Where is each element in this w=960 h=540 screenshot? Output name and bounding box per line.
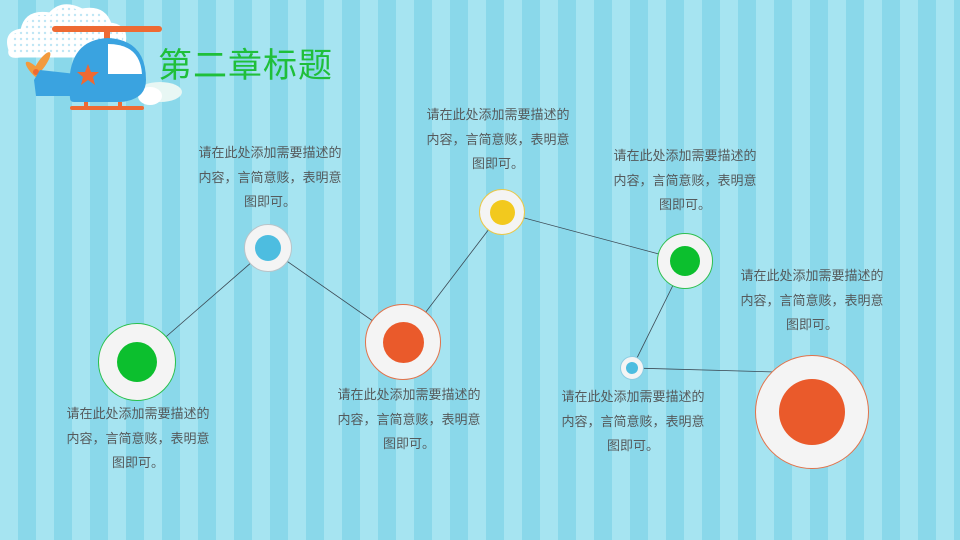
description-line: 请在此处添加需要描述的: [740, 269, 884, 284]
description-text-3: 请在此处添加需要描述的 内容，言简意赅，表明意 图即可。: [328, 384, 490, 458]
description-line: 图即可。: [111, 456, 164, 471]
description-text-1: 请在此处添加需要描述的 内容，言简意赅，表明意 图即可。: [57, 403, 219, 477]
description-line: 图即可。: [658, 198, 711, 213]
rotor-icon: [52, 26, 162, 42]
description-line: 图即可。: [606, 439, 659, 454]
description-text-5: 请在此处添加需要描述的 内容，言简意赅，表明意 图即可。: [604, 145, 766, 219]
description-line: 图即可。: [243, 195, 296, 210]
timeline-node-orange: [365, 304, 441, 380]
timeline-node-yellow: [479, 189, 525, 235]
description-text-4: 请在此处添加需要描述的 内容，言简意赅，表明意 图即可。: [417, 104, 579, 178]
description-text-6: 请在此处添加需要描述的 内容，言简意赅，表明意 图即可。: [552, 386, 714, 460]
helicopter-illustration: [7, 4, 182, 110]
landing-skid-icon: [70, 102, 144, 110]
description-line: 请在此处添加需要描述的: [613, 149, 757, 164]
timeline-node-green-large: [98, 323, 176, 401]
description-line: 内容，言简意赅，表明意: [740, 293, 884, 309]
description-text-7: 请在此处添加需要描述的 内容，言简意赅，表明意 图即可。: [731, 265, 893, 339]
small-cloud-icon: [138, 82, 182, 105]
description-line: 内容，言简意赅，表明意: [613, 173, 757, 189]
description-line: 内容，言简意赅，表明意: [426, 132, 570, 148]
helicopter-body-icon: [34, 38, 146, 102]
description-line: 图即可。: [785, 318, 838, 333]
description-line: 图即可。: [471, 157, 524, 172]
description-line: 请在此处添加需要描述的: [198, 146, 342, 161]
timeline-node-blue-small: [620, 356, 644, 380]
description-line: 内容，言简意赅，表明意: [561, 414, 705, 430]
description-line: 请在此处添加需要描述的: [337, 388, 481, 403]
timeline-node-green: [657, 233, 713, 289]
description-line: 请在此处添加需要描述的: [561, 390, 705, 405]
description-text-2: 请在此处添加需要描述的 内容，言简意赅，表明意 图即可。: [189, 142, 351, 216]
description-line: 内容，言简意赅，表明意: [337, 412, 481, 428]
description-line: 请在此处添加需要描述的: [426, 108, 570, 123]
description-line: 图即可。: [382, 437, 435, 452]
description-line: 内容，言简意赅，表明意: [198, 170, 342, 186]
description-line: 内容，言简意赅，表明意: [66, 431, 210, 447]
timeline-node-orange-large: [755, 355, 869, 469]
description-line: 请在此处添加需要描述的: [66, 407, 210, 422]
timeline-node-blue: [244, 224, 292, 272]
slide-title: 第二章标题: [158, 46, 333, 86]
